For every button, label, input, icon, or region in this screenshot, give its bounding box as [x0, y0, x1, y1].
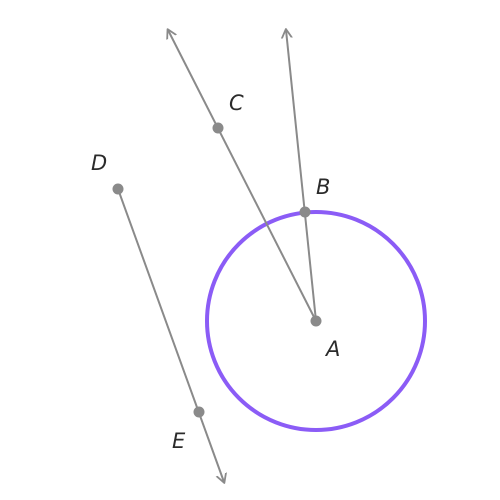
point-d [112, 183, 124, 195]
label-a: A [324, 337, 340, 361]
point-a [310, 315, 322, 327]
point-e [193, 406, 205, 418]
point-c [212, 122, 224, 134]
label-e: E [172, 429, 186, 453]
label-c: C [229, 91, 244, 115]
label-b: B [316, 175, 330, 199]
ray-ac [168, 30, 317, 322]
ray-ab [286, 30, 317, 322]
ray-de [117, 188, 224, 482]
circle-a [205, 210, 427, 432]
point-b [299, 206, 311, 218]
label-d: D [91, 151, 107, 175]
